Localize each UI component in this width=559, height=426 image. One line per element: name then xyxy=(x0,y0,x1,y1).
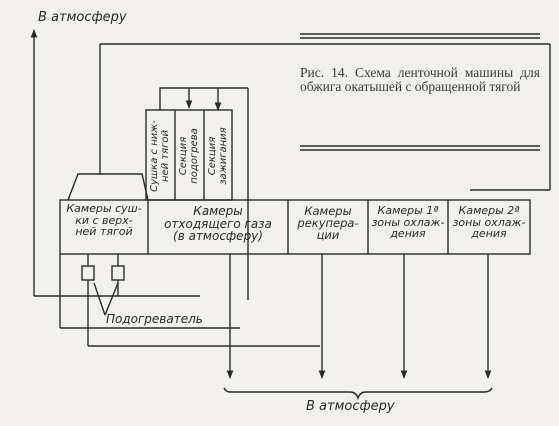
chamber-cooling-zone-2: Камеры 2ª зоны охлаж- дения xyxy=(452,204,526,241)
figure-caption: Рис. 14. Схема ленточной машины для обжи… xyxy=(300,65,540,95)
chamber-exhaust-gas: Камеры отходящего газа (в атмосферу) xyxy=(164,204,272,244)
section-drying-bottom: Сушка с ниж- ней тягой xyxy=(149,120,171,192)
chamber-drying-top: Камеры суш- ки с верх- ней тягой xyxy=(66,202,142,239)
chamber-recuperation: Камеры рекупера- ции xyxy=(297,204,359,243)
top-atmosphere-label: В атмосферу xyxy=(38,10,127,25)
heater-label: Подогреватель xyxy=(106,312,203,326)
bottom-atmosphere-label: В атмосферу xyxy=(306,399,395,414)
section-heating: Секция подогрева xyxy=(178,128,200,184)
section-ignition: Секция зажигания xyxy=(207,127,229,185)
chamber-cooling-zone-1: Камеры 1ª зоны охлаж- дения xyxy=(371,204,445,241)
